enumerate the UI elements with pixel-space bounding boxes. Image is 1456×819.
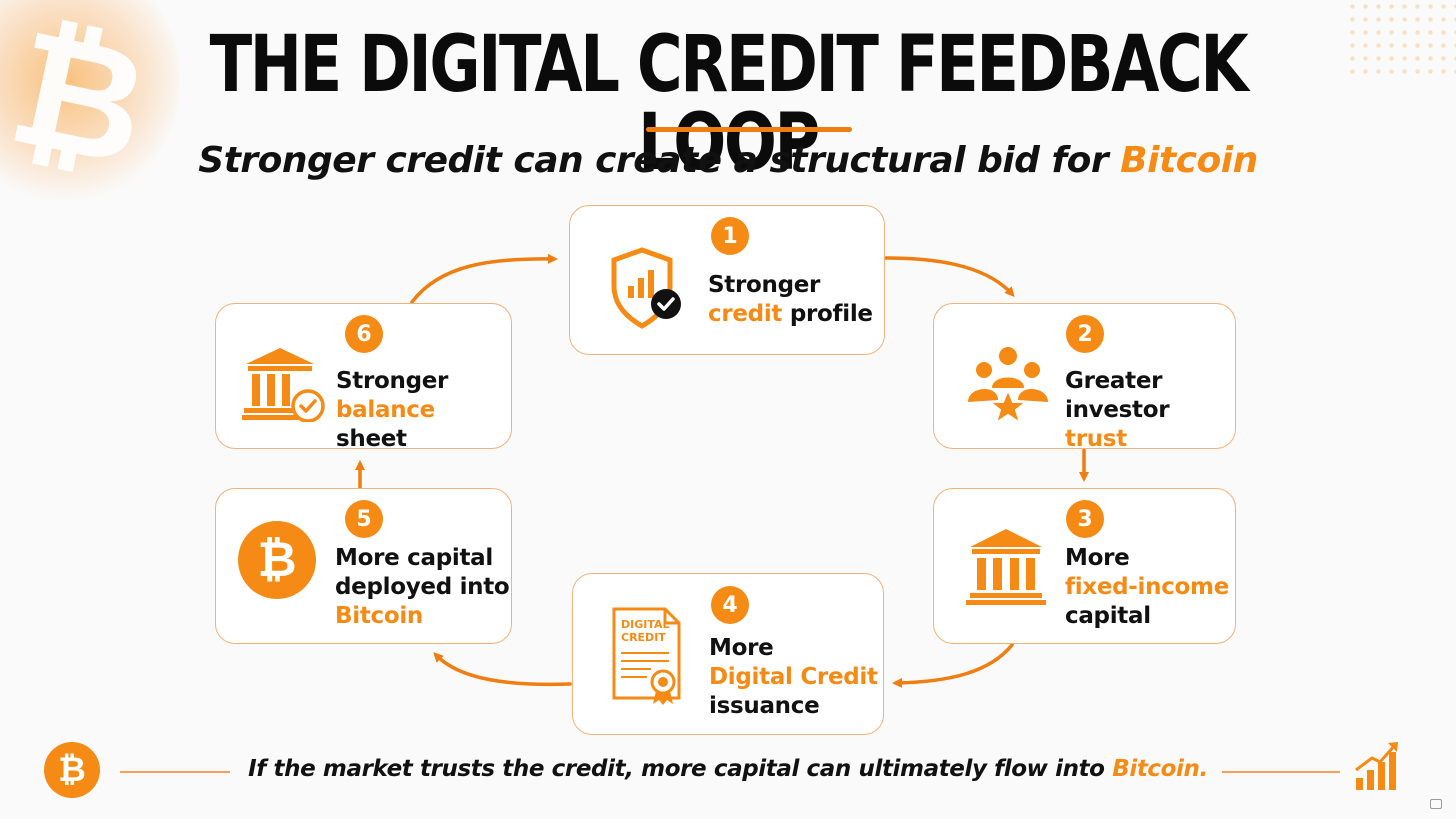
step-label-line: balance sheet xyxy=(336,396,511,454)
certificate-text-line-2: CREDIT xyxy=(621,631,666,644)
footer-divider-left xyxy=(120,771,230,773)
footer-divider-right xyxy=(1222,771,1340,773)
step-label-line: More xyxy=(1065,544,1229,573)
subtitle-text: Stronger credit can create a structural … xyxy=(198,140,1121,181)
footer-text: If the market trusts the credit, more ca… xyxy=(0,756,1456,782)
subtitle-highlight: Bitcoin xyxy=(1120,140,1258,181)
step-label-line: Stronger xyxy=(708,271,873,300)
footer-highlight: Bitcoin. xyxy=(1112,756,1208,782)
step-label-line: capital xyxy=(1065,602,1229,631)
footer-text-main: If the market trusts the credit, more ca… xyxy=(248,756,1113,782)
shield-chart-check-icon xyxy=(611,247,681,329)
step-label-highlight: trust xyxy=(1065,426,1127,452)
caption-icon[interactable] xyxy=(1430,799,1442,809)
step-label-text: profile xyxy=(782,301,873,327)
step-label-text: More xyxy=(1065,545,1130,571)
bank-check-icon xyxy=(242,348,325,422)
step-label-text: issuance xyxy=(709,693,820,719)
step-label: More fixed-income capital xyxy=(1065,544,1229,631)
subtitle: Stronger credit can create a structural … xyxy=(0,140,1456,181)
title-underline xyxy=(646,127,852,132)
step-label-text: Stronger xyxy=(336,368,449,394)
step-number-badge: 1 xyxy=(711,217,749,255)
growth-chart-icon xyxy=(1355,742,1398,790)
certificate-text-line-1: DIGITAL xyxy=(621,618,670,631)
step-label-line: Greater xyxy=(1065,367,1235,396)
step-label-line: Bitcoin xyxy=(335,602,509,631)
step-number-badge: 2 xyxy=(1066,315,1104,353)
step-label-line: investor trust xyxy=(1065,396,1235,454)
step-label-text: More xyxy=(709,635,774,661)
step-label-line: issuance xyxy=(709,692,878,721)
step-number-badge: 3 xyxy=(1066,500,1104,538)
step-label-line: More xyxy=(709,634,878,663)
step-label-text: More capital xyxy=(335,545,493,571)
step-label-highlight: fixed-income xyxy=(1065,574,1229,600)
digital-credit-certificate-icon: DIGITAL CREDIT xyxy=(612,607,681,705)
step-label-text: Stronger xyxy=(708,272,821,298)
step-number-badge: 5 xyxy=(345,500,383,538)
step-number-badge: 4 xyxy=(711,586,749,624)
step-label-line: fixed-income xyxy=(1065,573,1229,602)
step-label-text: capital xyxy=(1065,603,1151,629)
bitcoin-coin-icon: ₿ xyxy=(238,521,316,599)
step-label-line: deployed into xyxy=(335,573,510,602)
step-label-highlight: Digital Credit xyxy=(709,664,878,690)
arrow-1-to-2 xyxy=(884,256,1015,297)
step-label-line: More capital xyxy=(335,544,509,573)
step-label-highlight: balance xyxy=(336,397,435,423)
bitcoin-coin-icon: ₿ xyxy=(44,742,100,798)
arrow-3-to-4 xyxy=(892,643,1014,688)
step-label-line: Digital Credit xyxy=(709,663,878,692)
dot-pattern xyxy=(1346,0,1456,80)
bank-icon xyxy=(966,529,1046,605)
step-label-text: sheet xyxy=(336,426,407,452)
step-number-badge: 6 xyxy=(345,315,383,353)
investor-group-star-icon xyxy=(968,347,1048,426)
page-title: THE DIGITAL CREDIT FEEDBACK LOOP xyxy=(209,20,1249,188)
step-card-3: 3 More fixed-income capital xyxy=(933,488,1236,644)
step-label-line: credit profile xyxy=(708,300,873,329)
step-label-highlight: Bitcoin xyxy=(335,603,424,629)
step-label-text: investor xyxy=(1065,397,1170,423)
arrow-6-to-1 xyxy=(410,253,558,304)
step-label-text: Greater xyxy=(1065,368,1163,394)
step-label-highlight: credit xyxy=(708,301,783,327)
arrow-4-to-5 xyxy=(433,652,572,687)
step-label-text: deployed into xyxy=(335,574,510,600)
step-label-line: Stronger xyxy=(336,367,511,396)
